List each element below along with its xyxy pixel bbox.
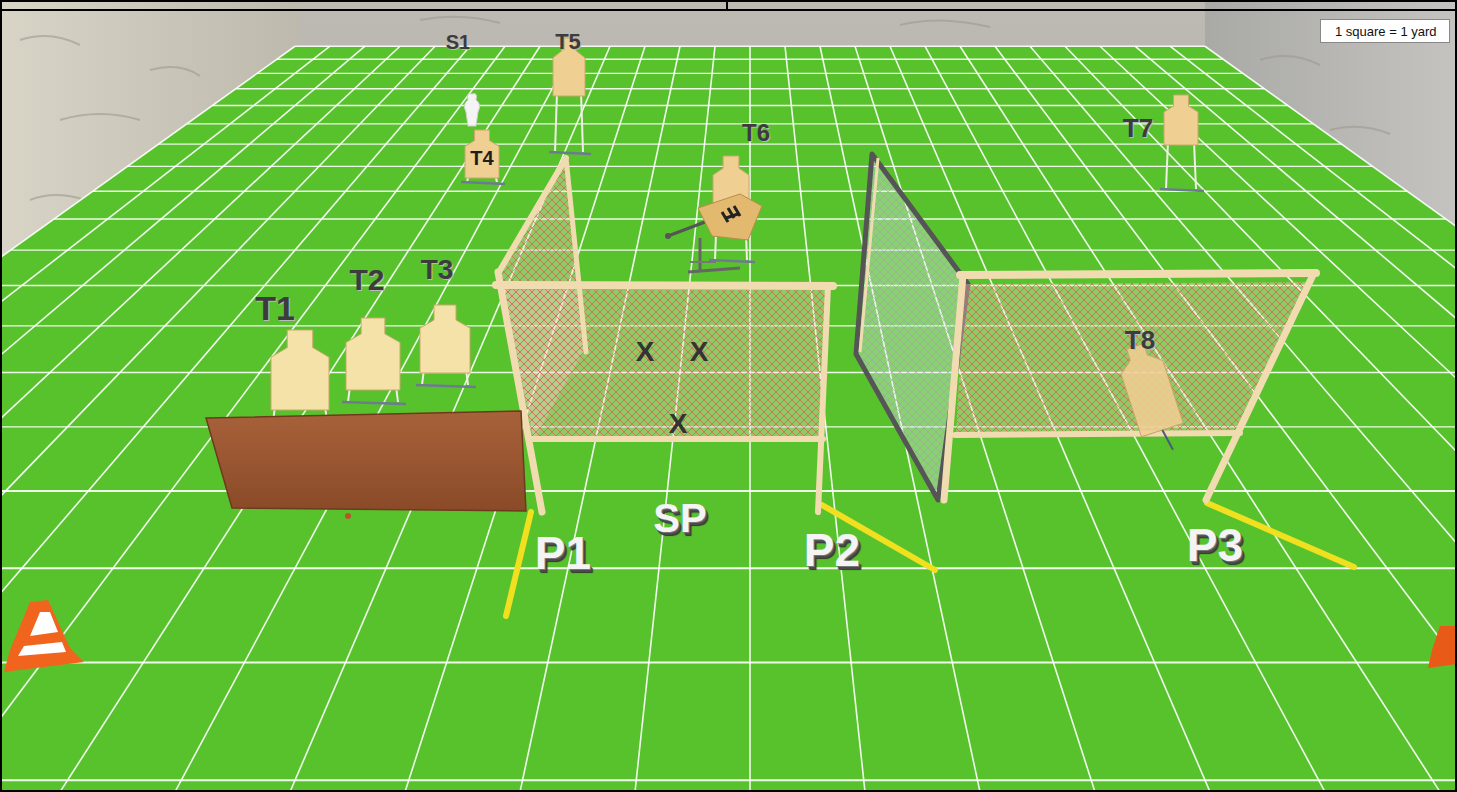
mesh-wall <box>856 154 968 500</box>
position-label: P1 <box>535 530 591 576</box>
position-label: SP <box>653 498 706 538</box>
mesh-wall <box>496 158 833 512</box>
steel-popper <box>464 94 479 126</box>
target-label: T4 <box>470 148 493 168</box>
scale-text: 1 square = 1 yard <box>1335 24 1435 40</box>
target-label: T2 <box>349 265 384 295</box>
target-label: T1 <box>255 291 295 325</box>
wooden-barricade <box>206 411 526 519</box>
traffic-cone <box>1428 626 1457 668</box>
start-mark: X <box>636 338 655 366</box>
position-label: P3 <box>1187 522 1243 568</box>
target-label: T7 <box>1123 115 1153 141</box>
target-label: T8 <box>1125 327 1155 353</box>
start-mark: X <box>669 410 688 438</box>
grass-field <box>0 46 1457 792</box>
scale-note: 1 square = 1 yard <box>1320 19 1450 43</box>
target-label: T3 <box>421 256 454 284</box>
fault-line <box>506 503 1354 616</box>
traffic-cone <box>4 600 84 672</box>
target-label: S1 <box>446 32 470 52</box>
cardboard-target <box>1114 340 1190 458</box>
target-label: T5 <box>555 31 581 53</box>
position-label: P2 <box>804 527 860 573</box>
start-mark: X <box>690 338 709 366</box>
mesh-wall <box>944 273 1316 500</box>
yard-grid <box>0 46 1457 792</box>
swinger-plate <box>665 194 762 272</box>
target-label: T6 <box>742 121 770 145</box>
